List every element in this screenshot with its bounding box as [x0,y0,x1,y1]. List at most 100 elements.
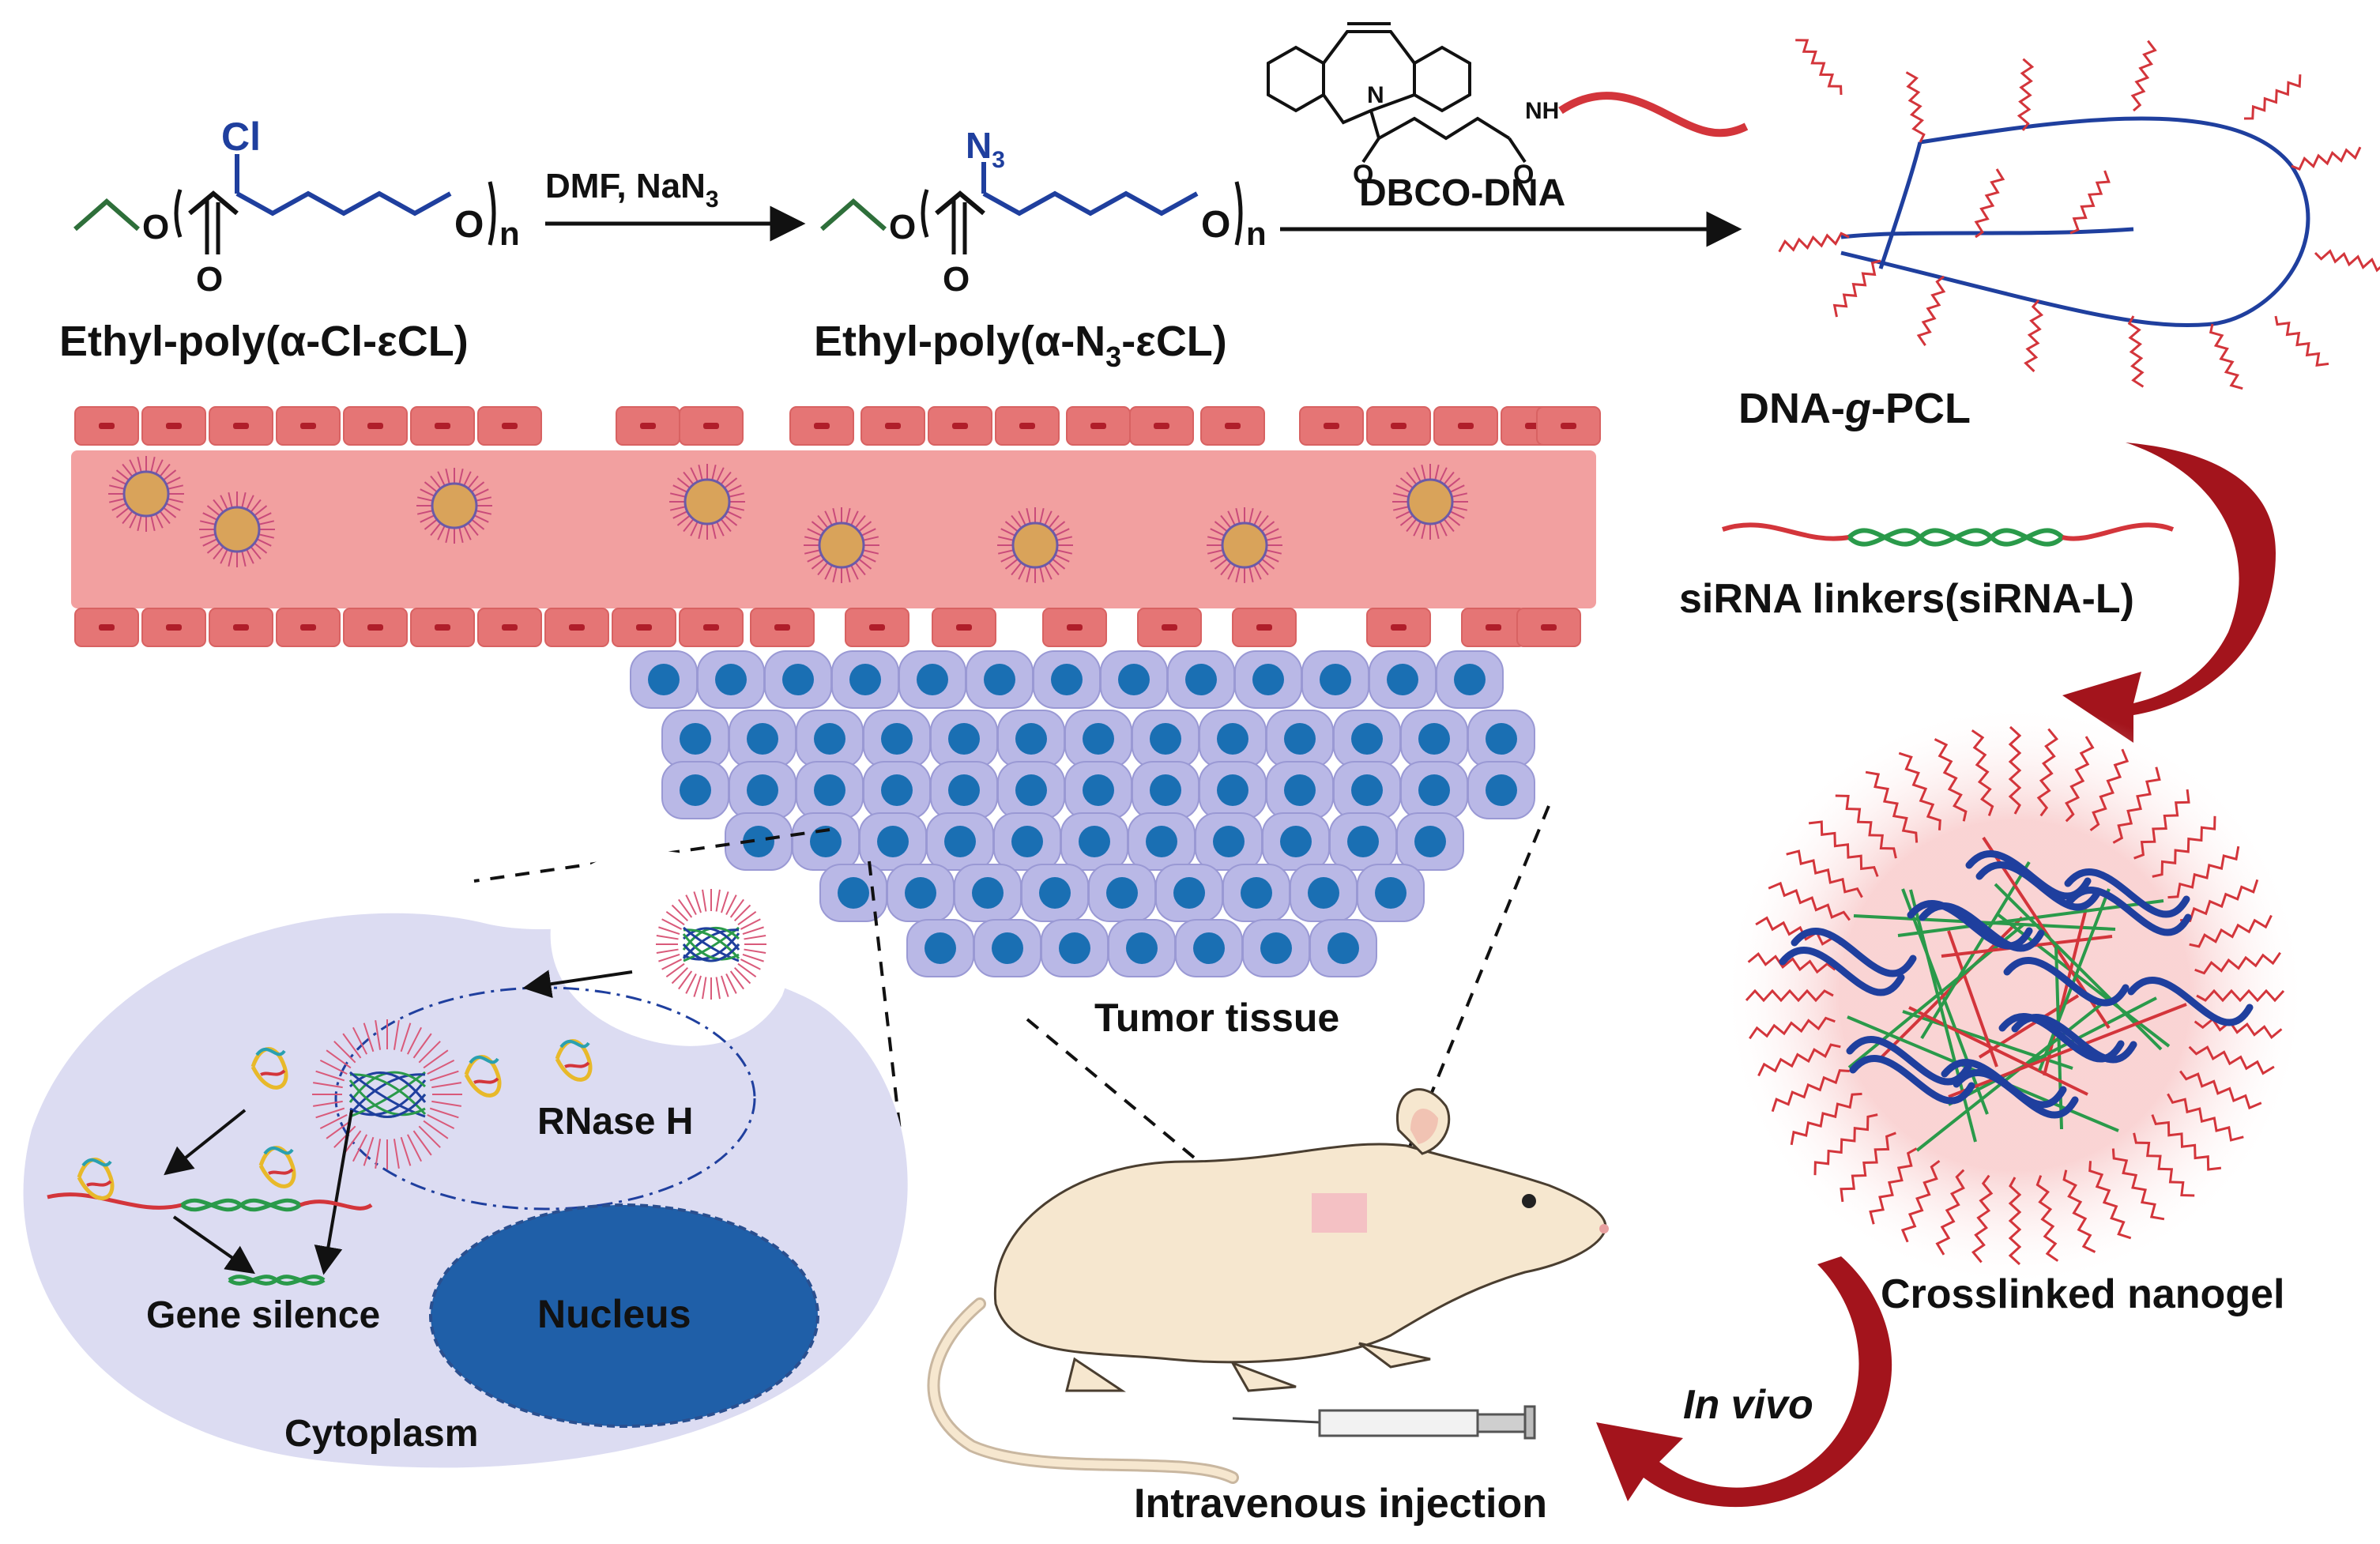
tumor-cell-nucleus [747,774,778,806]
repeat-n-label-1: n [499,215,520,252]
tumor-cell-nucleus [1193,932,1225,964]
dna-graft-strand [2274,315,2329,367]
tumor-cell-nucleus [1118,664,1150,695]
tumor-cell-nucleus [1454,664,1486,695]
cell-nanogel-hair [375,1139,382,1169]
rnase-h-ribbon [255,1048,286,1056]
nanogel-crosslink [2043,908,2088,1076]
curved-arrow-to-nanogel [2062,442,2276,743]
nanogel-dna-hair [1749,1016,1836,1040]
nanogel-polymer-chain [1919,902,2045,952]
tumor-cell-nucleus [1284,723,1316,755]
tumor-cell-nucleus [810,826,842,857]
cell-nanogel-hair [431,1100,461,1107]
endothelial-nucleus [233,624,249,631]
nanogel-dna-hair [1971,1174,1994,1263]
tumor-cell-nucleus [1418,723,1450,755]
vessel-nanogel [431,482,478,529]
cell-nanogel-hair [729,898,744,918]
cell-nanogel-chain [682,927,740,951]
rnase-h-ribbon [473,1077,499,1084]
cell-nanogel-chain [349,1071,426,1118]
cell-nanogel-hair [393,1020,400,1050]
rnase-h-ribbon [559,1040,590,1049]
tumor-cell-nucleus [747,723,778,755]
cell-nanogel-hair [431,1082,461,1089]
endothelial-nucleus [1391,423,1407,429]
svg-text:O: O [889,208,916,247]
nanogel-dna-hair [2180,879,2259,922]
endothelial-nucleus [1162,624,1177,631]
vessel-nanogel [1011,522,1059,569]
dna-graft-strand [1974,168,2005,239]
cell-nanogel-hair [740,918,761,930]
cell-nanogel-hair [406,1134,423,1162]
tumor-cell-nucleus [881,774,913,806]
nanogel-dna-hair [1869,1147,1918,1225]
tumor-cell-nucleus [972,877,1004,909]
nanogel-dna-hair [2194,1017,2283,1040]
nanogel-polymer-chain [1791,928,1917,977]
nanogel-dna-hair [1808,820,1879,877]
svg-text:DMF, NaN3: DMF, NaN3 [545,167,719,213]
vessel-nanogel [213,506,261,553]
endothelial-nucleus [1561,423,1576,429]
tumor-cell-nucleus [1375,877,1407,909]
nanogel-dna-hair [2065,736,2095,823]
cell-nanogel-hair [342,1033,362,1059]
endothelial-nucleus [435,624,450,631]
tumor-cell-nucleus [648,664,680,695]
nanogel-crosslink [1909,889,1977,1143]
cell-nanogel-hair [656,935,679,940]
vessel-nanogel [122,470,170,518]
endothelial-nucleus [814,423,830,429]
cell-nanogel-hair [333,1125,356,1148]
nanogel-crosslink [1920,860,2031,1040]
cell-nanogel-hair [733,966,751,985]
tumor-cell-nucleus [743,826,774,857]
cell-nanogel-hair [333,1041,356,1064]
tumor-cell-nucleus [917,664,948,695]
reagent-dmf-nan3: DMF, NaN [545,167,706,205]
cell-nanogel-hair [671,966,689,985]
nanogel-dna-hair [2036,728,2059,817]
cell-nanogel-chain [348,1094,427,1118]
cell-nanogel-chain [682,943,740,962]
dna-graft-strand [2017,58,2035,131]
tumor-cell-nucleus [1150,723,1181,755]
endothelial-nucleus [435,423,450,429]
cell-nanogel-hair [352,1134,368,1162]
cell-helices [47,1192,373,1286]
nanogel-dna-hair [1813,1113,1878,1176]
cell-nanogel-hair [658,926,680,935]
tumor-cell-nucleus [1083,774,1114,806]
cell-nanogel-hair [658,954,680,962]
tumor-cell-nucleus [944,826,976,857]
vessel-nanogel [1407,478,1454,525]
cell-nanogel-hair [685,894,697,916]
tumor-cell-nucleus [1320,664,1351,695]
endothelial-nucleus [956,624,972,631]
vessel-nanogel [818,522,865,569]
endothelial-nucleus [885,423,901,429]
cell-nanogel-hair [319,1059,348,1075]
tumor-cell-nucleus [1015,774,1047,806]
cell-nanogel-hair [418,1125,441,1148]
endothelial-nucleus [1391,624,1407,631]
nanogel-dna-hair [1771,1069,1850,1113]
endothelial-nucleus [367,624,383,631]
nanogel-dna-hair [1971,729,1994,816]
nanogel-dna-hair [2179,1070,2262,1110]
endothelial-nucleus [952,423,968,429]
cell-nanogel-hair [363,1022,375,1053]
dna-graft-strand [2127,315,2145,388]
endothelial-nucleus [1067,624,1083,631]
nanogel-dna-hair [1747,951,1836,974]
dbco-dna-structure: O O N NH [1267,22,1559,190]
tumor-cell-nucleus [1308,877,1339,909]
nh-label: NH [1525,98,1559,124]
endothelial-nucleus [502,624,518,631]
nanogel-dna-hair [1900,1160,1941,1243]
nanogel-crosslink [1908,1006,2088,1096]
mouse-illustration [927,1088,1609,1484]
